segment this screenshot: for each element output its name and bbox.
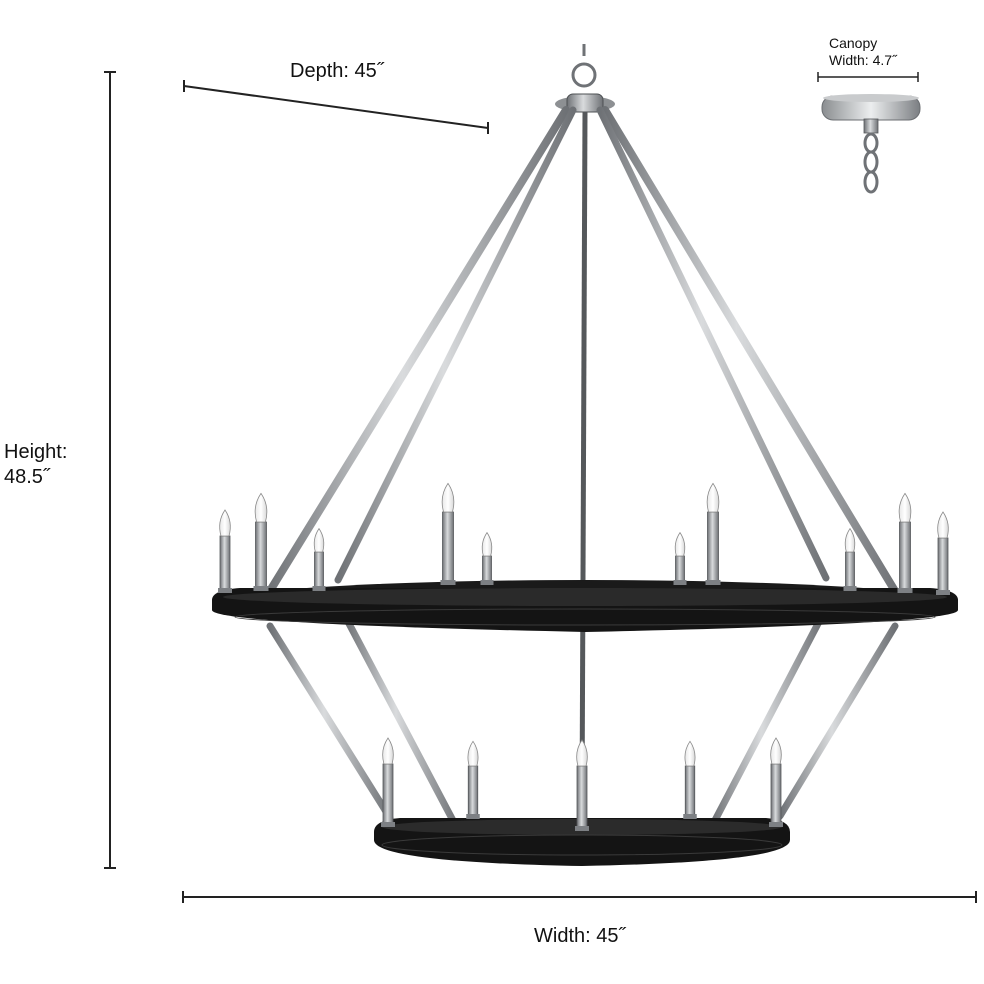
canopy-dimension-line	[817, 72, 919, 82]
upper-ring	[212, 580, 958, 632]
candle-light	[440, 482, 456, 585]
candle-light	[673, 531, 687, 585]
upper-arms	[264, 106, 902, 600]
candle-light	[683, 740, 697, 819]
height-value: 48.5˝	[4, 466, 50, 488]
candle-light	[312, 527, 326, 591]
chandelier-illustration	[212, 44, 958, 866]
chain	[571, 44, 597, 88]
lower-candles	[381, 737, 783, 831]
candle-light	[480, 531, 494, 585]
candle-light	[575, 739, 589, 831]
candle-light	[381, 737, 395, 827]
candle-light	[897, 492, 913, 593]
candle-light	[843, 527, 857, 591]
candle-light	[218, 509, 232, 593]
candle-light	[466, 740, 480, 819]
candle-light	[936, 511, 950, 595]
canopy-label: Canopy	[829, 35, 878, 51]
height-dimension-line	[104, 71, 116, 869]
width-label: Width: 45˝	[534, 925, 626, 947]
candle-light	[769, 737, 783, 827]
canopy-width-label: Width: 4.7˝	[829, 52, 897, 68]
depth-label: Depth: 45˝	[290, 60, 384, 82]
canopy-illustration	[821, 94, 921, 194]
width-dimension-line	[182, 891, 977, 903]
lower-arms	[266, 612, 899, 834]
upper-candles	[218, 482, 950, 595]
candle-light	[705, 482, 721, 585]
depth-dimension-line	[183, 80, 489, 134]
height-label: Height:	[4, 441, 68, 463]
candle-light	[253, 492, 269, 591]
